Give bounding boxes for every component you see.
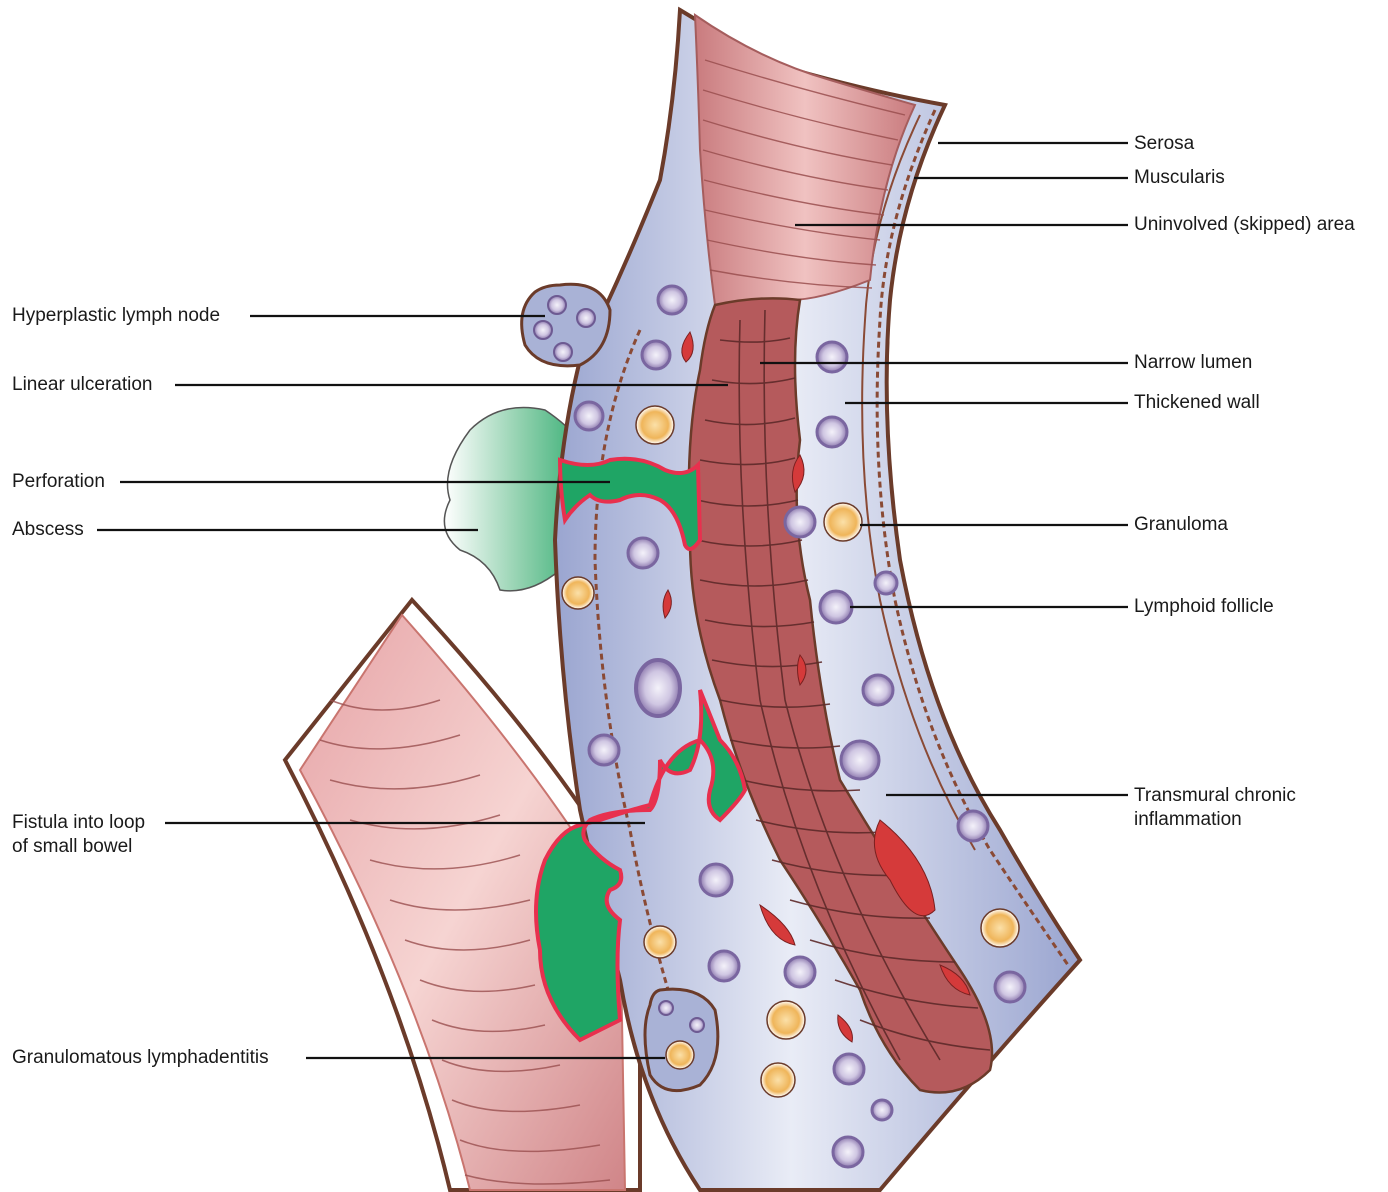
label-uninvolved-area: Uninvolved (skipped) area [1134, 213, 1355, 237]
label-fistula-line1: Fistula into loop [12, 811, 145, 835]
diseased-bowel-segment [555, 10, 1080, 1190]
granulomatous-lymph-node [645, 989, 718, 1090]
label-lymphoid-follicle: Lymphoid follicle [1134, 595, 1274, 619]
label-granulomatous-lymphadenitis: Granulomatous lymphadentitis [12, 1046, 269, 1070]
label-transmural-inflammation-line2: inflammation [1134, 808, 1242, 832]
large-lymphoid-follicle [636, 660, 680, 716]
label-muscularis: Muscularis [1134, 166, 1225, 190]
label-transmural-inflammation-line1: Transmural chronic [1134, 784, 1296, 808]
label-granuloma: Granuloma [1134, 513, 1228, 537]
label-thickened-wall: Thickened wall [1134, 391, 1260, 415]
label-fistula-line2: of small bowel [12, 835, 132, 859]
label-perforation: Perforation [12, 470, 105, 494]
label-serosa: Serosa [1134, 132, 1194, 156]
hyperplastic-lymph-node [522, 284, 610, 366]
label-narrow-lumen: Narrow lumen [1134, 351, 1252, 375]
label-abscess: Abscess [12, 518, 84, 542]
label-linear-ulceration: Linear ulceration [12, 373, 152, 397]
label-hyperplastic-lymph-node: Hyperplastic lymph node [12, 304, 220, 328]
